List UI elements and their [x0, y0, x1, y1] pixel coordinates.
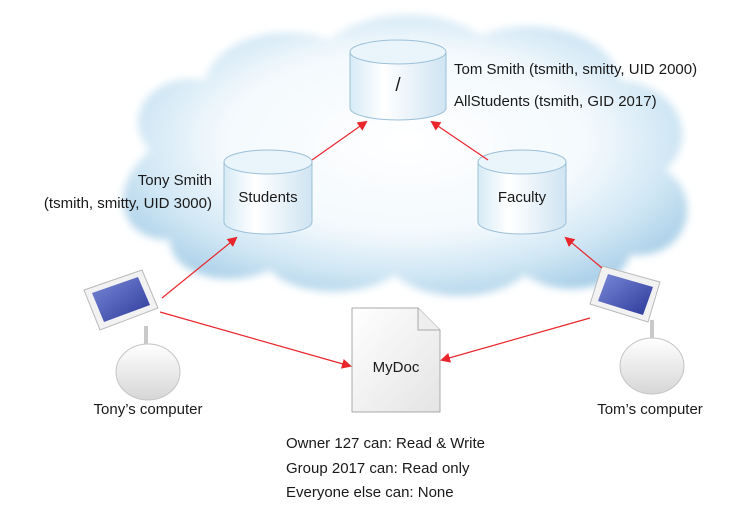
- arrow-tony-computer-to-mydoc: [159, 311, 352, 369]
- students-volume-cylinder: [223, 149, 313, 235]
- right-computer-icon: [589, 265, 685, 395]
- right-computer-label: Tom’s computer: [597, 401, 703, 418]
- connection-arrows: [159, 120, 603, 369]
- faculty-volume-label: Faculty: [497, 189, 547, 206]
- permission-everyone: Everyone else can: None: [286, 484, 454, 501]
- left-computer-label: Tony’s computer: [93, 401, 203, 418]
- document-icon: [351, 307, 441, 413]
- permission-owner: Owner 127 can: Read & Write: [286, 435, 485, 452]
- root-volume-label: /: [395, 75, 401, 96]
- document-label: MyDoc: [372, 359, 420, 376]
- root-owner-account: Tom Smith (tsmith, smitty, UID 2000): [454, 61, 698, 78]
- students-volume-label: Students: [238, 189, 298, 206]
- arrow-tony-computer-to-students: [161, 236, 238, 299]
- left-computer-icon: [83, 269, 181, 401]
- faculty-volume-cylinder: [477, 149, 567, 235]
- root-volume-cylinder: [349, 39, 447, 121]
- students-account-details: (tsmith, smitty, UID 3000): [43, 195, 212, 212]
- arrow-faculty-to-root: [430, 120, 489, 161]
- arrow-tom-computer-to-mydoc: [440, 317, 591, 363]
- arrow-students-to-root: [311, 120, 368, 161]
- root-group-account: AllStudents (tsmith, GID 2017): [454, 93, 657, 110]
- students-account-name: Tony Smith: [137, 172, 212, 189]
- permission-group: Group 2017 can: Read only: [286, 460, 470, 477]
- arrow-tom-computer-to-faculty: [564, 236, 603, 269]
